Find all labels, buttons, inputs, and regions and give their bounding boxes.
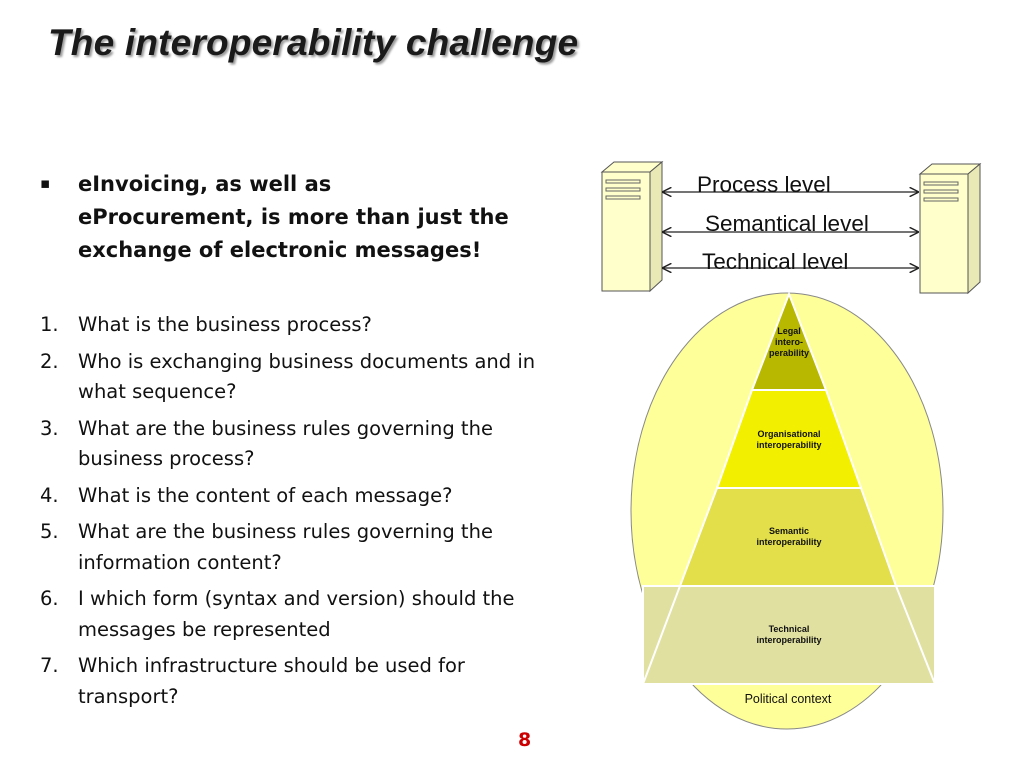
list-number: 5. — [40, 520, 59, 543]
technical-layer-shape — [641, 585, 937, 685]
server-front — [919, 173, 969, 294]
list-text: What are the business rules governing th… — [78, 416, 493, 471]
list-item: 5. What are the business rules governing … — [40, 517, 580, 578]
list-text: What are the business rules governing th… — [78, 520, 493, 574]
organisational-label-1: Organisational — [757, 429, 820, 439]
key-point-line-3: exchange of electronic messages! — [78, 238, 482, 262]
list-text: Who is exchanging business documents and… — [78, 349, 536, 404]
list-text: What is the content of each message? — [78, 483, 453, 507]
server-slot — [605, 187, 641, 192]
technical-level-label: Technical level — [702, 249, 848, 274]
list-item: 4. What is the content of each message? — [40, 481, 580, 512]
list-item: 1. What is the business process? — [40, 310, 580, 341]
key-point: ▪ eInvoicing, as well as eProcurement, i… — [40, 168, 580, 267]
server-slot — [605, 195, 641, 200]
list-text: I which form (syntax and version) should… — [78, 587, 515, 641]
legal-label-3: perability — [769, 348, 809, 358]
slide-title: The interoperability challenge — [48, 22, 579, 63]
semantic-label-2: interoperability — [756, 537, 821, 547]
semantic-label-1: Semantic — [769, 526, 809, 536]
list-number: 2. — [40, 349, 59, 373]
list-number: 1. — [40, 313, 59, 336]
right-server-icon — [918, 162, 982, 295]
question-list: 1. What is the business process? 2. Who is… — [40, 310, 580, 718]
list-item: 2. Who is exchanging business documents a… — [40, 347, 580, 408]
legal-layer — [750, 291, 828, 391]
political-context-label: Political context — [745, 692, 832, 706]
semantical-level-label: Semantical level — [705, 211, 869, 236]
key-point-line-2: eProcurement, is more than just the — [78, 205, 509, 229]
server-slot — [923, 197, 959, 202]
process-level-label: Process level — [697, 172, 831, 197]
list-item: 7. Which infrastructure should be used fo… — [40, 651, 580, 712]
list-number: 7. — [40, 654, 59, 677]
legal-label-2: intero- — [775, 337, 803, 347]
left-server-icon — [600, 160, 664, 293]
list-item: 6. I which form (syntax and version) shou… — [40, 584, 580, 645]
list-item: 3. What are the business rules governing … — [40, 414, 580, 475]
server-side — [967, 162, 981, 295]
server-slot — [923, 189, 959, 194]
legal-label-1: Legal — [777, 326, 801, 336]
key-point-line-1: eInvoicing, as well as — [78, 172, 332, 196]
list-number: 6. — [40, 587, 59, 610]
server-side — [649, 160, 663, 293]
list-text: What is the business process? — [78, 313, 372, 336]
list-number: 3. — [40, 416, 59, 440]
technical-label-1: Technical — [769, 624, 810, 634]
political-context-ellipse — [630, 292, 944, 730]
server-slot — [605, 179, 641, 184]
list-text: Which infrastructure should be used for … — [78, 654, 465, 708]
server-slot — [923, 181, 959, 186]
page-number: 8 — [518, 729, 532, 751]
key-point-text: eInvoicing, as well as eProcurement, is … — [78, 168, 578, 267]
organisational-layer — [715, 389, 863, 489]
bullet-square-icon: ▪ — [40, 174, 51, 192]
server-top — [600, 161, 664, 173]
technical-label-2: interoperability — [756, 635, 821, 645]
server-top — [918, 163, 982, 175]
server-front — [601, 171, 651, 292]
organisational-label-2: interoperability — [756, 440, 821, 450]
technical-layer — [642, 585, 936, 685]
list-number: 4. — [40, 483, 59, 507]
semantic-layer — [678, 487, 898, 587]
